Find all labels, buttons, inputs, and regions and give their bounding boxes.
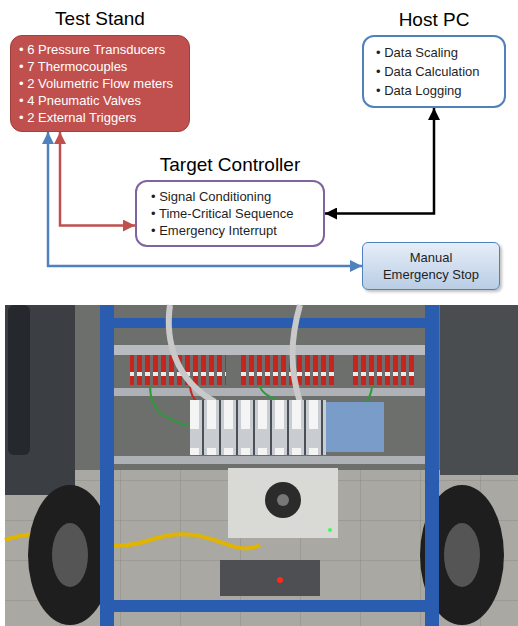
box-text: • 6 Pressure Transducers (19, 41, 181, 58)
emergency-stop-line (48, 132, 362, 266)
cart-frame (100, 318, 439, 328)
red-signal-arrow (60, 132, 135, 226)
fan (265, 482, 301, 518)
lab-equipment (5, 305, 75, 495)
terminal-blocks (350, 355, 414, 385)
din-rail-devices (220, 560, 320, 596)
box-text: • Emergency Interrupt (151, 222, 309, 239)
box-text: • 2 External Triggers (19, 109, 181, 126)
controller-module (326, 402, 384, 452)
wheel-hub (444, 523, 480, 587)
wheel-hub (52, 523, 88, 587)
status-led (277, 577, 283, 583)
photo-background (5, 305, 518, 626)
lab-equipment (440, 305, 518, 475)
box-text: • 2 Volumetric Flow meters (19, 75, 181, 92)
test-stand-box: Test Stand• 6 Pressure Transducers• 7 Th… (10, 35, 190, 132)
braided-cable (169, 305, 215, 402)
wheel (28, 485, 112, 625)
box-heading: Target Controller (97, 154, 363, 176)
data-link-arrow (325, 108, 434, 214)
box-text: • 7 Thermocouples (19, 58, 181, 75)
status-led (328, 528, 332, 532)
gas-cylinder (8, 305, 30, 455)
controller-box: Target Controller• Signal Conditioning• … (135, 180, 325, 247)
cart-frame (100, 305, 114, 626)
box-text: • Data Scaling (376, 43, 492, 62)
box-text: • Data Logging (376, 81, 492, 100)
cart-frame (425, 305, 439, 626)
aluminium-rail (114, 388, 425, 396)
box-text: • Data Calculation (376, 62, 492, 81)
box-text: Manual Emergency Stop (379, 249, 483, 283)
box-heading: Test Stand (0, 8, 229, 30)
box-text: • Time-Critical Sequence (151, 205, 309, 222)
io-modules (190, 400, 326, 455)
box-heading: Host PC (324, 9, 518, 31)
box-text: • 4 Pneumatic Valves (19, 92, 181, 109)
terminal-blocks (240, 355, 336, 385)
cart-frame (100, 600, 439, 612)
power-supply (228, 468, 338, 538)
emergency-stop-box: Manual Emergency Stop (362, 242, 500, 290)
aluminium-rail (114, 345, 425, 355)
fan-hub (277, 494, 289, 506)
braided-cable (293, 305, 301, 402)
aluminium-rail (114, 456, 425, 464)
box-text: • Signal Conditioning (151, 188, 309, 205)
host-pc-box: Host PC• Data Scaling• Data Calculation•… (362, 35, 506, 108)
